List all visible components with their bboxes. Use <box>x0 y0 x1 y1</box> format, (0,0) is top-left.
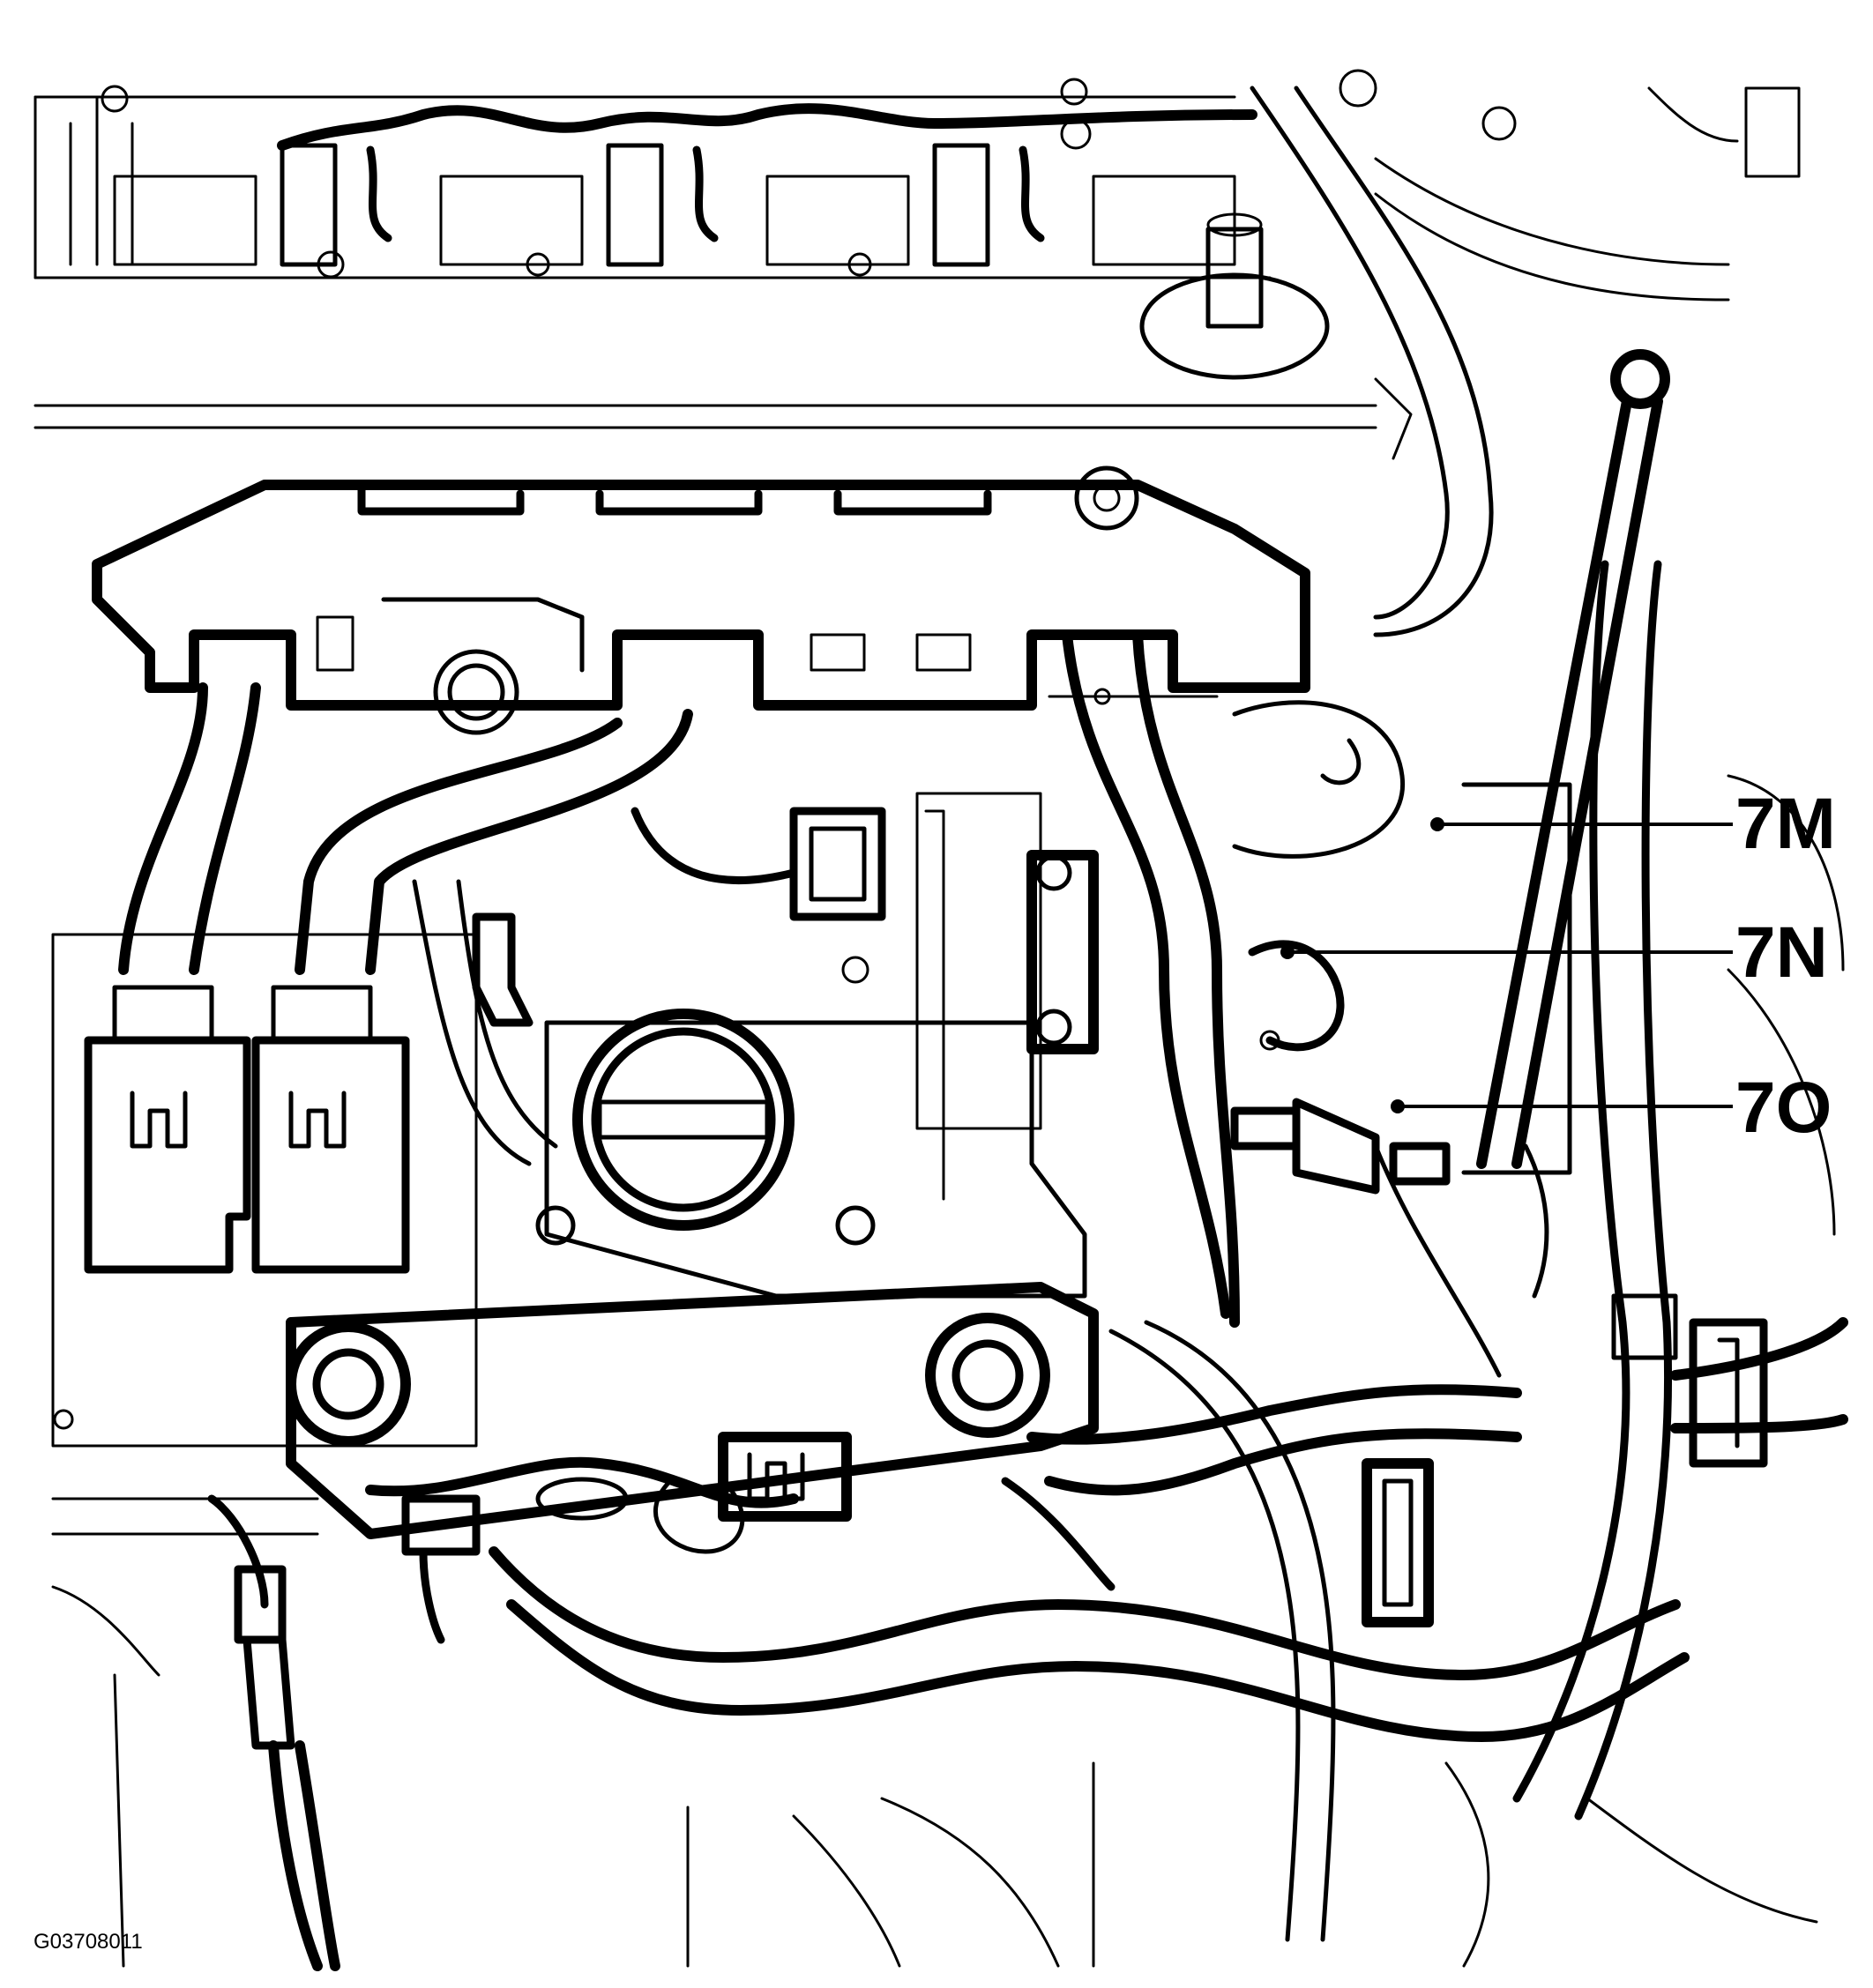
sensor-block <box>1026 850 1099 1054</box>
lower-left-components <box>51 1494 481 1971</box>
ignition-coils <box>113 103 1257 279</box>
callout-dot-7o <box>1391 1099 1405 1113</box>
main-hose-center <box>1048 629 1240 1328</box>
callout-label-7m: 7M <box>1735 784 1836 864</box>
left-harness-connectors <box>51 682 693 1448</box>
right-lower-hoses <box>1512 560 1848 1820</box>
callout-leaders <box>1280 817 1733 1113</box>
coolant-pipe-right <box>1250 69 1801 637</box>
intake-manifold <box>92 465 1310 735</box>
lower-bracket <box>286 1282 1099 1539</box>
lower-wiring-harness <box>365 1384 1690 1742</box>
valve-cover <box>34 78 1413 460</box>
oil-filler-cap <box>1139 212 1330 380</box>
bottom-right-details <box>686 1761 1818 1968</box>
throttle-body <box>535 792 1087 1299</box>
sensor-cluster-right <box>1230 700 1549 1378</box>
callout-dot-7m <box>1430 817 1444 831</box>
callout-label-7n: 7N <box>1735 912 1828 993</box>
idle-air-valve-connector <box>631 807 886 921</box>
dipstick-tube <box>1461 349 1670 1175</box>
temperature-sender <box>412 879 558 1166</box>
callout-label-7o: 7O <box>1735 1068 1832 1148</box>
callout-dot-7n <box>1280 945 1295 959</box>
central-vertical-wire <box>1108 1320 1336 1942</box>
figure-code: G03708011 <box>34 1930 143 1954</box>
